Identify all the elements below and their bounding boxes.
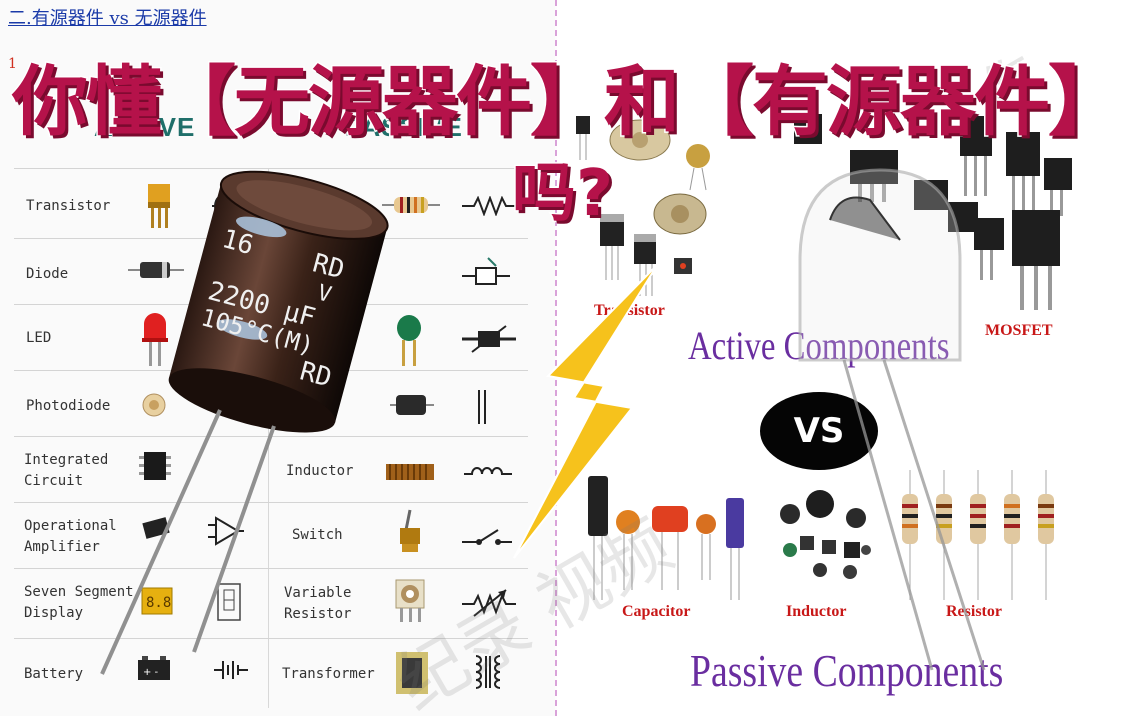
diode-photo-icon (128, 262, 184, 278)
thermistor-photo-icon (397, 315, 421, 366)
opamp-symbol-icon (208, 516, 244, 546)
switch-photo-icon (400, 509, 420, 552)
capacitor-symbol-icon (478, 390, 486, 424)
row-label-led: LED (26, 330, 52, 346)
row-label-diode: Diode (26, 266, 69, 282)
row-label-transformer: Transformer (282, 666, 375, 682)
battery-symbol-icon (214, 661, 248, 679)
battery-photo-icon: + - (138, 656, 170, 680)
row-label-inductor: Inductor (286, 463, 354, 479)
row-label-switch: Switch (292, 527, 343, 543)
table-row-divider (14, 168, 528, 169)
svg-text:+ -: + - (143, 667, 159, 678)
transistor-photo-icon (148, 184, 170, 228)
seven-segment-photo-icon: 8.8. (141, 587, 174, 615)
table-row-divider (14, 568, 528, 569)
passive-components-title: Passive Components (690, 645, 1004, 696)
resistor-label: Resistor (946, 603, 1002, 620)
fuse-symbol-icon (462, 257, 510, 285)
inductor-group-icon (780, 490, 871, 579)
resistor-photo-icon (382, 197, 440, 213)
svg-text:8.8.: 8.8. (146, 595, 174, 611)
row-label-seven-segment: Seven Segment Display (24, 584, 134, 621)
row-label-variable-resistor: Variable Resistor (284, 585, 352, 622)
resistor-symbol-icon (462, 196, 516, 216)
row-label-battery: Battery (24, 666, 84, 682)
row-label-operational-amplifier: Operational Amplifier (24, 518, 117, 555)
document-heading: 二.有源器件 vs 无源器件 (8, 8, 207, 29)
capacitor-label: Capacitor (622, 603, 691, 620)
variable-resistor-symbol-icon (462, 589, 516, 617)
thermistor-symbol-icon (462, 325, 516, 353)
variable-resistor-photo-icon (395, 579, 425, 622)
inductor-symbol-icon (464, 467, 512, 475)
document-subheading: 1 (8, 56, 17, 72)
thumbnail-title: 你懂【无源器件】和【有源器件】 (11, 56, 1126, 148)
mosfet-group-icon (794, 114, 1072, 310)
vs-badge: VS (760, 392, 878, 470)
thumbnail-title-line2: 吗? (510, 156, 614, 233)
transformer-symbol-icon (475, 655, 501, 689)
switch-symbol-icon (462, 529, 512, 545)
row-label-integrated-circuit: Integrated Circuit (24, 452, 109, 489)
passive-column-header: PASSIVE (345, 112, 463, 142)
lightning-bolt-icon (513, 263, 659, 559)
led-overlay-icon (798, 168, 986, 671)
table-row-divider (14, 638, 528, 639)
inductor-photo-icon (386, 464, 434, 480)
capacitor-group-icon (588, 476, 744, 600)
row-label-transistor: Transistor (26, 198, 111, 214)
ic-photo-icon (139, 452, 171, 480)
led-photo-icon (142, 313, 168, 366)
active-column-header: ACTIVE (94, 112, 196, 142)
capacitor-photo-icon (390, 395, 434, 415)
components-image-panel (557, 0, 1146, 716)
transformer-photo-icon (396, 652, 428, 694)
row-label-photodiode: Photodiode (26, 398, 111, 414)
electrolytic-capacitor-icon (100, 170, 389, 675)
mosfet-label: MOSFET (985, 322, 1053, 339)
page-divider (555, 0, 557, 716)
seven-segment-symbol-icon (217, 583, 241, 621)
table-row-divider (14, 502, 528, 503)
photodiode-photo-icon (142, 393, 166, 417)
inductor-label: Inductor (786, 603, 847, 620)
